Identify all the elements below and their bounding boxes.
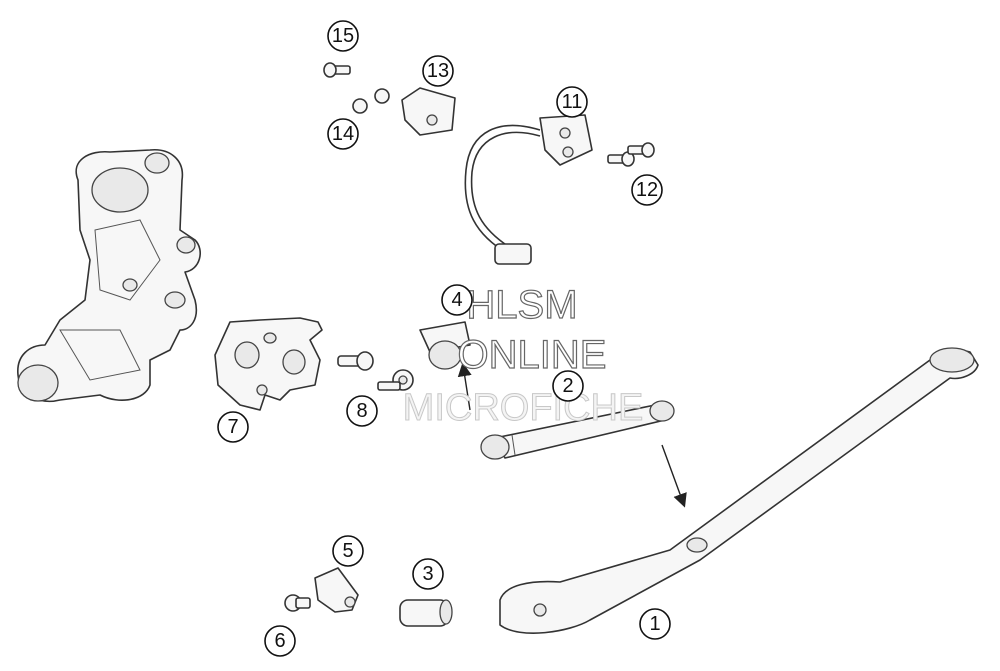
- callout-13-label: 13: [427, 60, 449, 82]
- callout-2-label: 2: [562, 375, 573, 397]
- callout-12: 12: [631, 174, 663, 206]
- callout-2: 2: [552, 370, 584, 402]
- bolt-8-part: [337, 351, 414, 391]
- side-stand-1-part: [499, 347, 979, 634]
- screw-6-part: [284, 594, 311, 612]
- mounting-plate-part: [214, 317, 323, 411]
- callout-15: 15: [327, 20, 359, 52]
- callout-11: 11: [556, 86, 588, 118]
- switch-13-part: [401, 87, 456, 136]
- watermark-line3: MICROFICHE: [403, 387, 644, 429]
- callout-4-label: 4: [451, 289, 462, 311]
- callout-3-label: 3: [422, 563, 433, 585]
- callout-4: 4: [441, 284, 473, 316]
- callout-8-label: 8: [356, 400, 367, 422]
- spring-2-part: [480, 400, 675, 460]
- callout-1-label: 1: [649, 613, 660, 635]
- clip-4-part: [419, 321, 471, 370]
- callout-14-label: 14: [332, 123, 354, 145]
- sensor-cable-11-part: [464, 114, 593, 265]
- arrow-spring-to-stand: [661, 444, 687, 508]
- callout-1: 1: [639, 608, 671, 640]
- callout-5-label: 5: [342, 540, 353, 562]
- callout-15-label: 15: [332, 25, 354, 47]
- callout-5: 5: [332, 535, 364, 567]
- watermark: HLSM ONLINE MICROFICHE: [402, 282, 644, 429]
- nuts-14-part: [352, 88, 390, 114]
- arrow-clip-to-stand: [457, 362, 472, 411]
- callout-7-label: 7: [227, 416, 238, 438]
- frame-bracket-part: [17, 149, 201, 402]
- callout-6: 6: [264, 625, 296, 657]
- callout-14: 14: [327, 118, 359, 150]
- callout-3: 3: [412, 558, 444, 590]
- callout-12-label: 12: [636, 179, 658, 201]
- watermark-line1: HLSM: [466, 283, 577, 327]
- callout-7: 7: [217, 411, 249, 443]
- callout-13: 13: [422, 55, 454, 87]
- watermark-line2: ONLINE: [458, 333, 607, 377]
- bracket-5-part: [314, 567, 359, 613]
- callout-8: 8: [346, 395, 378, 427]
- screw-15-part: [323, 62, 351, 78]
- screws-12-part: [607, 142, 655, 167]
- callout-6-label: 6: [274, 630, 285, 652]
- callout-11-label: 11: [562, 91, 583, 113]
- bush-3-part: [399, 599, 453, 627]
